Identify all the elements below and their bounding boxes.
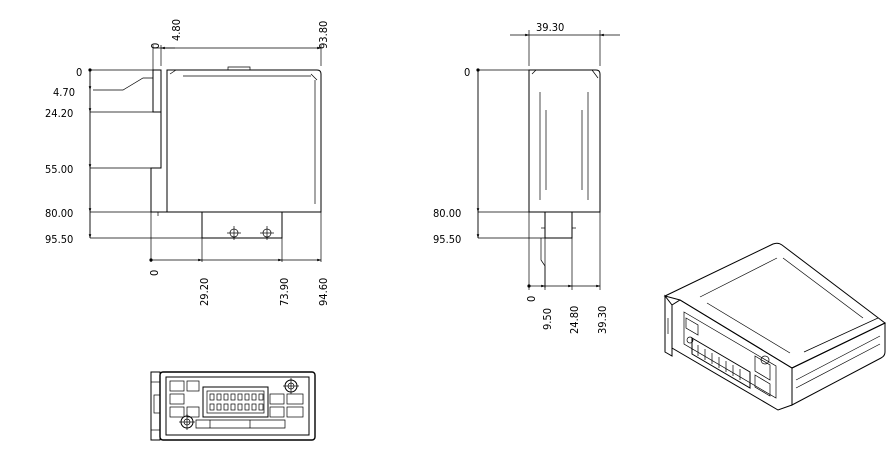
- screw-hole-icon: [283, 378, 299, 394]
- dim-v-4: 80.00: [45, 207, 73, 220]
- side-dim-v-0: 0: [464, 66, 470, 79]
- dim-b-2: 73.90: [278, 278, 291, 306]
- mount-hole-icon: [227, 226, 241, 240]
- dim-top-right: 93.80: [317, 21, 330, 49]
- isometric-view: [663, 242, 886, 411]
- side-view: 39.30 0 80.00 95.50 0 9.50 24.80 39.30: [433, 21, 620, 334]
- side-dim-b-1: 9.50: [541, 308, 554, 330]
- side-dim-top: 39.30: [536, 21, 564, 34]
- dim-v-2: 24.20: [45, 107, 73, 120]
- dim-b-0: 0: [148, 270, 161, 276]
- dim-v-1: 4.70: [53, 86, 75, 99]
- side-dim-b-0: 0: [525, 296, 538, 302]
- side-dim-b-2: 24.80: [568, 306, 581, 334]
- pin-row: [209, 393, 264, 411]
- dim-v-0: 0: [76, 66, 82, 79]
- connector-face-view: [150, 371, 316, 441]
- mount-hole-icon: [260, 226, 274, 240]
- dim-v-5: 95.50: [45, 233, 73, 246]
- side-dim-b-3: 39.30: [596, 306, 609, 334]
- iso-screw-icon: [686, 336, 694, 344]
- iso-screw-icon: [760, 355, 770, 365]
- dim-b-1: 29.20: [198, 278, 211, 306]
- screw-hole-icon: [179, 414, 195, 430]
- dim-top-left: 0: [149, 43, 162, 49]
- dim-top-offset: 4.80: [170, 19, 183, 41]
- front-view: 0 4.80 93.80 0 4.70 24.20 55.00 80.00 95…: [45, 19, 330, 306]
- iso-pin-row: [697, 345, 741, 380]
- dim-b-3: 94.60: [317, 278, 330, 306]
- side-dim-v-1: 80.00: [433, 207, 461, 220]
- dim-v-3: 55.00: [45, 163, 73, 176]
- side-dim-v-2: 95.50: [433, 233, 461, 246]
